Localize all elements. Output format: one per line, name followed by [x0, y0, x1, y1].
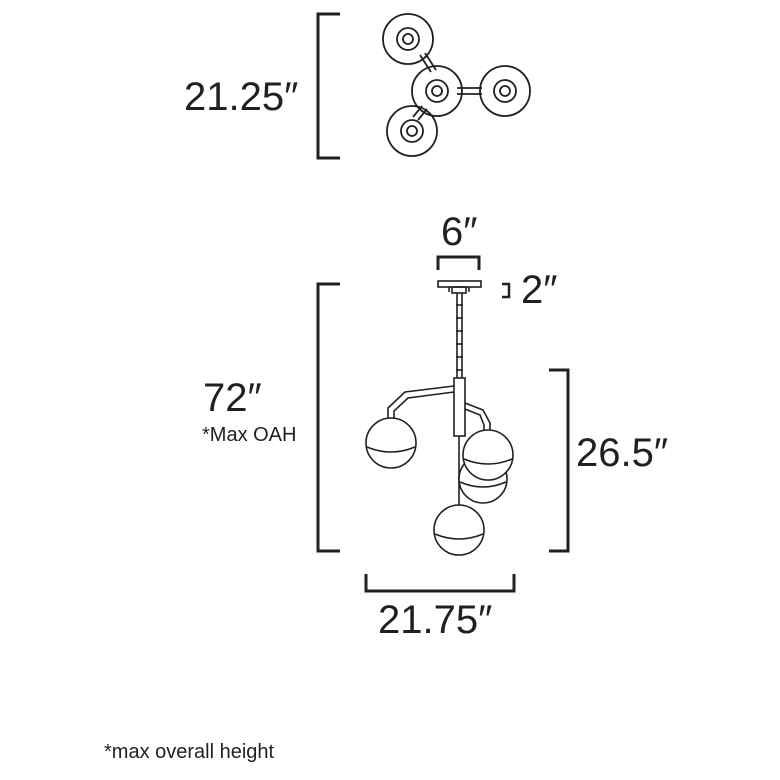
center-body — [453, 377, 466, 437]
canopy-width-bracket — [436, 255, 481, 270]
canopy-height-label: 2″ — [521, 268, 558, 312]
max-overall-height-label: 72″ — [203, 376, 262, 420]
overall-height-bracket — [316, 282, 340, 553]
left-arm — [387, 385, 455, 418]
top-view-shade-right — [479, 65, 531, 117]
globe-right — [462, 429, 514, 481]
top-view-bracket — [316, 12, 340, 160]
side-view-fixture — [365, 280, 514, 556]
body-width-bracket — [364, 574, 516, 593]
right-arm — [464, 402, 491, 432]
footnote: *max overall height — [104, 741, 275, 763]
body-width-label: 21.75″ — [378, 598, 493, 642]
body-height-label: 26.5″ — [576, 431, 669, 475]
globe-bottom — [433, 504, 485, 556]
globe-left — [365, 417, 417, 469]
top-view-width-label: 21.25″ — [184, 75, 299, 119]
canopy-height-bracket — [502, 282, 511, 299]
stem-rod — [456, 293, 463, 378]
canopy-width-label: 6″ — [441, 210, 478, 254]
top-view-shade-lower-left — [386, 105, 438, 157]
canopy — [437, 280, 482, 294]
max-oah-note: *Max OAH — [202, 424, 297, 446]
top-view-shade-upper-left — [382, 13, 434, 65]
top-view-shade-center — [411, 65, 463, 117]
body-height-bracket — [549, 368, 570, 553]
top-view-fixture — [382, 13, 531, 157]
